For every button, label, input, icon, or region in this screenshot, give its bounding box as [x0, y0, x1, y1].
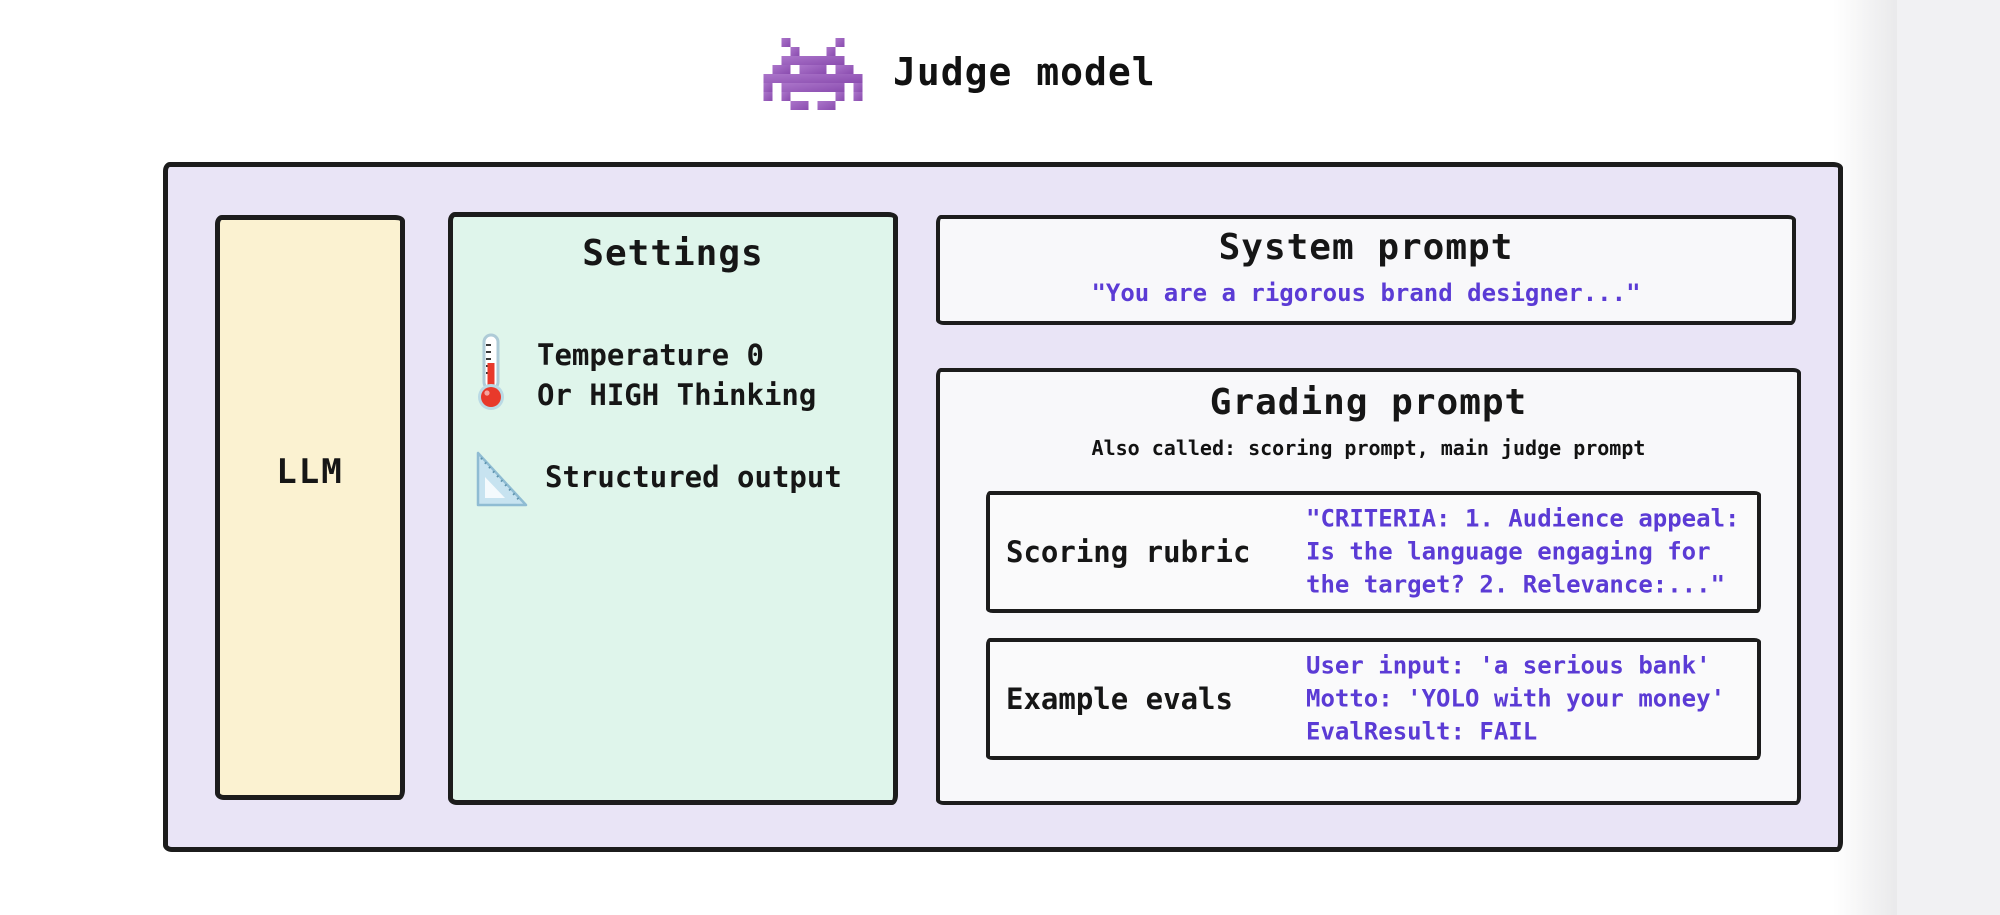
scoring-rubric-box: Scoring rubric "CRITERIA: 1. Audience ap…	[986, 491, 1761, 613]
example-evals-text: User input: 'a serious bank' Motto: 'YOL…	[1306, 650, 1725, 749]
page-title: Judge model	[893, 50, 1156, 94]
grading-prompt-subtitle: Also called: scoring prompt, main judge …	[1091, 436, 1646, 460]
system-prompt-quote: "You are a rigorous brand designer..."	[1091, 279, 1641, 307]
temperature-line-2: Or HIGH Thinking	[537, 378, 817, 412]
system-prompt-title: System prompt	[1218, 227, 1514, 268]
scoring-rubric-quote: "CRITERIA: 1. Audience appeal: Is the la…	[1306, 503, 1739, 602]
judge-model-box: LLM Settings	[163, 162, 1843, 852]
scoring-rubric-line-2: Is the language engaging for	[1306, 537, 1711, 566]
structured-output-label: Structured output	[545, 460, 842, 494]
example-evals-box: Example evals User input: 'a serious ban…	[986, 638, 1761, 760]
llm-label: LLM	[276, 452, 344, 492]
temperature-line-1: Temperature 0	[537, 338, 764, 372]
temperature-setting-text: Temperature 0 Or HIGH Thinking	[537, 335, 816, 415]
triangle-ruler-icon	[476, 451, 528, 507]
settings-panel: Settings Temp	[448, 212, 898, 805]
example-evals-label: Example evals	[1006, 682, 1233, 716]
page-edge-shadow	[1833, 0, 1897, 915]
scoring-rubric-label: Scoring rubric	[1006, 535, 1251, 569]
example-evals-line-3: EvalResult: FAIL	[1306, 717, 1538, 746]
settings-title: Settings	[582, 233, 764, 274]
structured-output-text: Structured output	[545, 457, 842, 497]
grading-prompt-title: Grading prompt	[1209, 382, 1528, 423]
space-invader-icon	[763, 38, 863, 110]
scoring-rubric-line-3: the target? 2. Relevance:..."	[1306, 570, 1726, 599]
setting-item-structured-output: Structured output	[469, 449, 842, 509]
page-edge-strip	[1897, 0, 2000, 915]
thermometer-icon	[478, 333, 504, 410]
grading-prompt-box: Grading prompt Also called: scoring prom…	[936, 368, 1801, 805]
setting-item-temperature: Temperature 0 Or HIGH Thinking	[471, 333, 816, 415]
example-evals-line-1: User input: 'a serious bank'	[1306, 651, 1711, 680]
system-prompt-box: System prompt "You are a rigorous brand …	[936, 215, 1796, 325]
header: Judge model	[0, 0, 2000, 130]
scoring-rubric-line-1: "CRITERIA: 1. Audience appeal:	[1306, 504, 1740, 533]
llm-box: LLM	[215, 215, 405, 800]
example-evals-line-2: Motto: 'YOLO with your money'	[1306, 684, 1726, 713]
